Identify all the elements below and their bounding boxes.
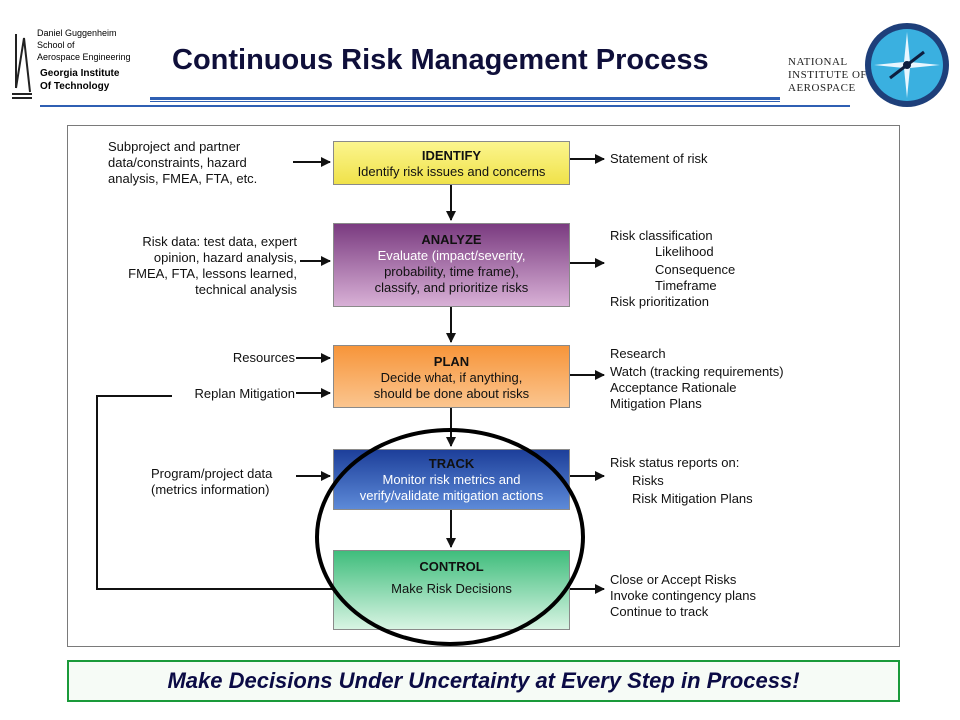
output-plan-line-4: Mitigation Plans: [610, 396, 702, 411]
input-analyze: Risk data: test data, expert opinion, ha…: [98, 234, 297, 298]
school-line-1: Daniel Guggenheim: [37, 28, 117, 38]
footer-banner: Make Decisions Under Uncertainty at Ever…: [67, 660, 900, 702]
input-analyze-line-3: FMEA, FTA, lessons learned,: [128, 266, 297, 281]
stage-identify: IDENTIFY Identify risk issues and concer…: [333, 141, 570, 185]
output-plan: Research Watch (tracking requirements) A…: [610, 346, 784, 412]
stage-track-line-2: verify/validate mitigation actions: [359, 488, 544, 503]
header-rule: [40, 97, 850, 107]
input-identify-line-3: analysis, FMEA, FTA, etc.: [108, 171, 258, 186]
output-analyze-line-5: Risk prioritization: [610, 294, 709, 309]
nia-line-1: NATIONAL: [788, 56, 848, 68]
gatech-logo-icon: [12, 34, 32, 99]
input-replan-mitigation: Replan Mitigation: [194, 386, 295, 401]
input-resources: Resources: [232, 350, 295, 365]
input-track-line-2: (metrics information): [151, 482, 270, 497]
output-track: Risk status reports on: Risks Risk Mitig…: [610, 455, 753, 507]
school-line-2: School of: [37, 40, 75, 50]
output-identify: Statement of risk: [610, 151, 708, 166]
stage-track-line-1: Monitor risk metrics and: [382, 472, 521, 487]
stage-analyze-line-2: probability, time frame),: [384, 264, 519, 279]
nia-line-3: AEROSPACE: [788, 82, 856, 94]
stage-analyze-line-3: classify, and prioritize risks: [374, 280, 529, 295]
stage-plan-line-2: should be done about risks: [373, 386, 530, 401]
output-analyze-line-3: Consequence: [655, 262, 736, 277]
school-line-3: Aerospace Engineering: [37, 52, 131, 62]
stage-analyze-line-1: Evaluate (impact/severity,: [377, 248, 526, 263]
output-control-line-3: Continue to track: [610, 604, 709, 619]
institute-line-1: Georgia Institute: [40, 68, 120, 79]
stage-analyze: ANALYZE Evaluate (impact/severity, proba…: [333, 223, 570, 307]
output-control-line-2: Invoke contingency plans: [610, 588, 756, 603]
stage-control-title: CONTROL: [419, 559, 484, 574]
stage-analyze-title: ANALYZE: [421, 232, 482, 247]
input-track: Program/project data (metrics informatio…: [151, 466, 272, 498]
output-analyze-line-4: Timeframe: [655, 278, 717, 293]
input-analyze-line-4: technical analysis: [195, 282, 297, 297]
output-analyze-line-2: Likelihood: [655, 244, 714, 259]
output-analyze: Risk classification Likelihood Consequen…: [610, 228, 735, 310]
stage-identify-title: IDENTIFY: [421, 148, 482, 163]
stage-plan: PLAN Decide what, if anything, should be…: [333, 345, 570, 408]
output-track-line-2: Risks: [632, 473, 664, 488]
input-identify: Subproject and partner data/constraints,…: [108, 139, 257, 187]
stage-identify-line-1: Identify risk issues and concerns: [357, 164, 546, 179]
nia-seal-icon: [865, 23, 949, 107]
stage-track: TRACK Monitor risk metrics and verify/va…: [333, 449, 570, 510]
stage-track-title: TRACK: [428, 456, 475, 471]
stage-control: CONTROL Make Risk Decisions: [333, 550, 570, 630]
output-plan-line-2: Watch (tracking requirements): [610, 364, 784, 379]
stage-control-line-1: Make Risk Decisions: [391, 581, 512, 596]
input-analyze-line-2: opinion, hazard analysis,: [153, 250, 297, 265]
input-identify-line-2: data/constraints, hazard: [108, 155, 247, 170]
output-control-line-1: Close or Accept Risks: [610, 572, 737, 587]
output-plan-line-3: Acceptance Rationale: [610, 380, 737, 395]
output-analyze-line-1: Risk classification: [610, 228, 713, 243]
diagram-frame: [67, 125, 900, 647]
output-control: Close or Accept Risks Invoke contingency…: [610, 572, 756, 620]
output-track-line-3: Risk Mitigation Plans: [632, 491, 753, 506]
stage-plan-line-1: Decide what, if anything,: [380, 370, 523, 385]
input-identify-line-1: Subproject and partner: [108, 139, 241, 154]
page-title: Continuous Risk Management Process: [172, 44, 709, 76]
input-analyze-line-1: Risk data: test data, expert: [142, 234, 297, 249]
institute-line-2: Of Technology: [40, 81, 110, 92]
stage-plan-title: PLAN: [433, 354, 470, 369]
nia-line-2: INSTITUTE OF: [788, 69, 868, 81]
output-track-line-1: Risk status reports on:: [610, 455, 740, 470]
output-plan-line-1: Research: [610, 346, 666, 361]
input-track-line-1: Program/project data: [151, 466, 273, 481]
